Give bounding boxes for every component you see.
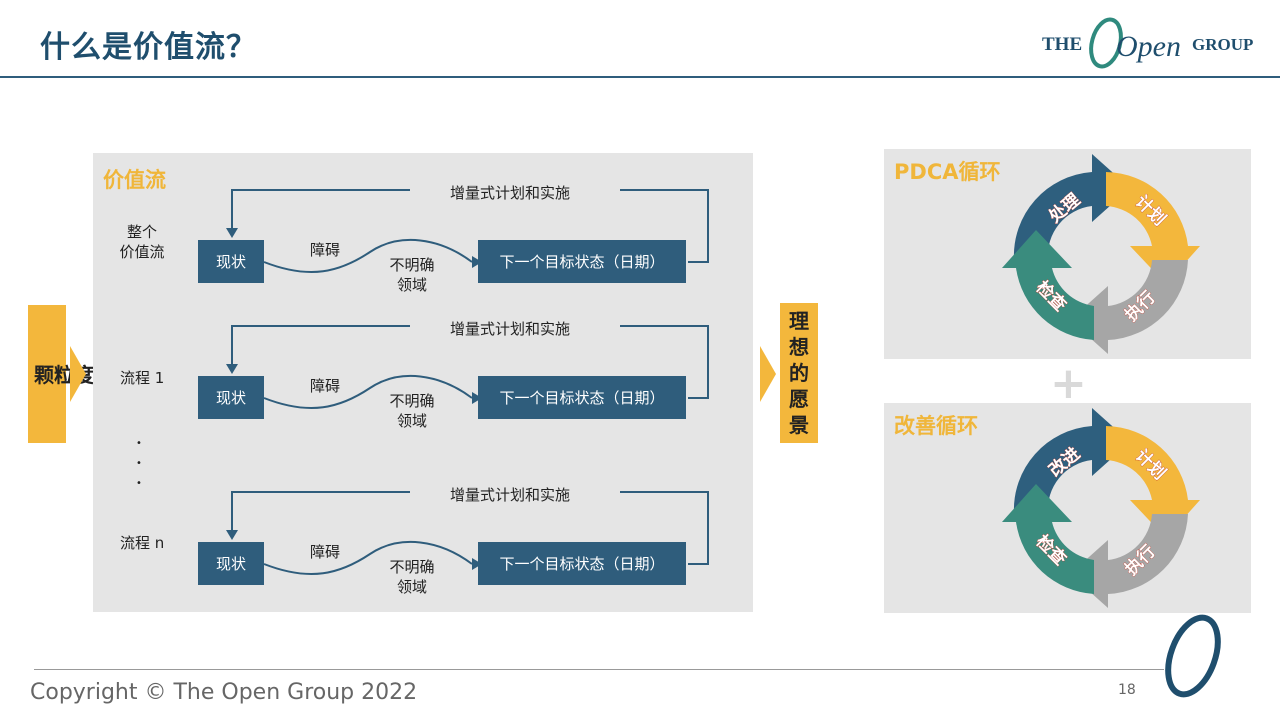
improve-segment-plan	[1106, 426, 1200, 538]
granularity-level-label: 颗粒度水平	[34, 362, 134, 388]
pdca-segment-act	[1013, 154, 1130, 260]
page-title: 什么是价值流？	[40, 30, 257, 65]
pdca-title: PDCA循环	[894, 160, 1001, 184]
open-group-o-logo-icon	[1165, 614, 1221, 698]
target-state-box-row-3: 下一个目标状态（日期）	[478, 542, 686, 585]
target-state-box-row-1: 下一个目标状态（日期）	[478, 240, 686, 283]
obstacle-label-row-2: 障碍	[310, 377, 341, 395]
pdca-cycle-diagram: 处理 计划 执行 检查	[1002, 154, 1200, 354]
logo-group: GROUP	[1192, 35, 1253, 54]
open-group-logo: THE Open GROUP	[1042, 17, 1253, 69]
logo-open: Open	[1116, 30, 1181, 63]
unclear-area-label-row-3: 不明确 领域	[389, 558, 435, 596]
obstacle-label-row-1: 障碍	[310, 241, 341, 259]
pdca-segment-plan	[1106, 172, 1200, 284]
ideal-vision-bar: 理想的愿景	[780, 303, 818, 443]
current-state-box-row-3: 现状	[198, 542, 264, 585]
obstacle-label-row-3: 障碍	[310, 543, 341, 561]
pdca-segment-check	[1002, 230, 1094, 340]
target-state-box-row-2: 下一个目标状态（日期）	[478, 376, 686, 419]
unclear-area-label-row-1: 不明确 领域	[389, 256, 435, 294]
feedback-loop-row-1	[226, 189, 709, 273]
current-state-box-row-2: 现状	[198, 376, 264, 419]
feedback-label-row-2: 增量式计划和实施	[450, 320, 571, 338]
value-stream-title: 价值流	[103, 168, 166, 192]
logo-the: THE	[1042, 34, 1082, 55]
page-number: 18	[1118, 682, 1136, 698]
improve-segment-do	[1070, 514, 1188, 608]
right-chevron-icon	[760, 346, 776, 402]
unclear-area-label-row-2: 不明确 领域	[389, 392, 435, 430]
left-chevron-icon	[70, 346, 86, 402]
ideal-vision-label: 理想的愿景	[789, 309, 809, 437]
feedback-loop-row-3	[226, 491, 709, 575]
footer-divider	[34, 669, 1164, 670]
current-state-box-row-1: 现状	[198, 240, 264, 283]
feedback-label-row-1: 增量式计划和实施	[450, 184, 571, 202]
level-label-process-n: 流程 n	[120, 534, 165, 552]
granularity-level-bar: 颗粒度水平	[28, 305, 134, 443]
improvement-cycle-diagram: 改进 计划 执行 检查	[1002, 408, 1200, 608]
plus-icon: +	[1050, 358, 1087, 409]
feedback-label-row-3: 增量式计划和实施	[450, 486, 571, 504]
level-label-whole: 整个 价值流	[119, 223, 165, 261]
ellipsis-dots: • • •	[136, 438, 142, 489]
improve-segment-check	[1002, 484, 1094, 594]
improve-segment-improve	[1013, 408, 1130, 514]
level-label-process-1: 流程 1	[120, 369, 165, 387]
pdca-segment-do	[1070, 260, 1188, 354]
improvement-title: 改善循环	[894, 414, 978, 438]
copyright-text: Copyright © The Open Group 2022	[30, 680, 418, 705]
feedback-loop-row-2	[226, 325, 709, 409]
title-divider	[0, 76, 1280, 78]
